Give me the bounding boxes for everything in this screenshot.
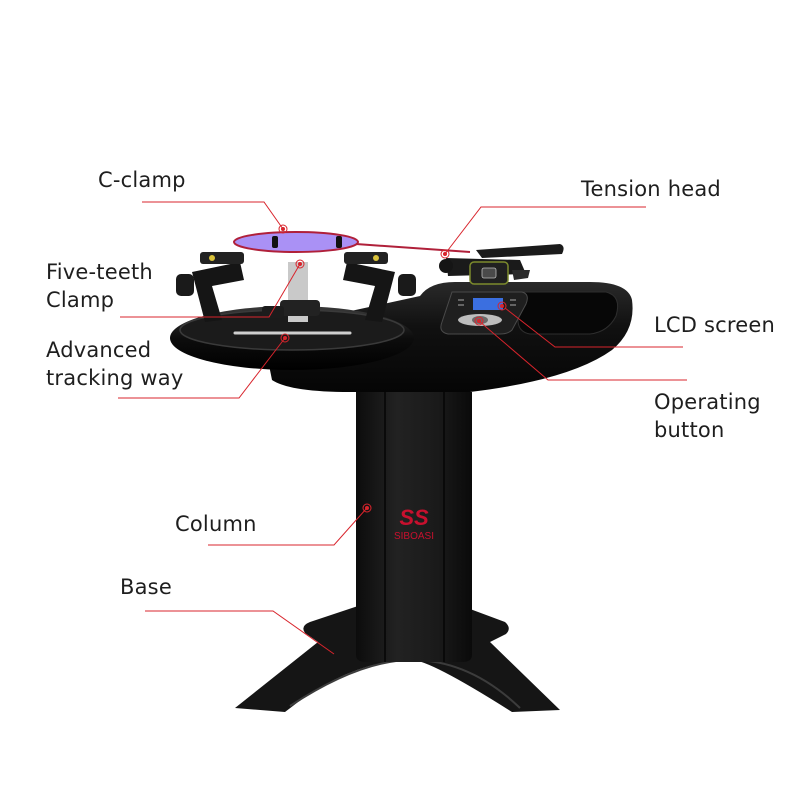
brand-logo-text: SIBOASI <box>394 531 434 542</box>
leader-lcd-screen <box>504 307 683 348</box>
label-base: Base <box>120 575 172 599</box>
leader-advanced-tracking-way <box>118 337 286 399</box>
leader-operating-button <box>478 320 687 381</box>
marker-column-icon <box>362 503 372 513</box>
leader-base <box>145 610 335 655</box>
leader-lines <box>118 201 687 655</box>
label-advanced-tracking-way: Advanced tracking way <box>46 338 184 390</box>
leader-tension-head <box>444 206 646 255</box>
marker-c-clamp-icon <box>278 224 288 234</box>
marker-advanced-tracking-way-icon <box>280 333 290 343</box>
mounting-arms <box>176 252 416 322</box>
marker-five-teeth-clamp-icon <box>295 259 305 269</box>
label-five-teeth-clamp: Five-teeth Clamp <box>46 260 153 312</box>
turntable <box>170 306 414 370</box>
leader-column <box>208 508 367 546</box>
label-c-clamp: C-clamp <box>98 168 186 192</box>
label-lcd-screen: LCD screen <box>654 313 776 337</box>
label-operating-button: Operating button <box>654 390 761 442</box>
brand-logo-mark: SS <box>399 505 429 530</box>
label-tension-head: Tension head <box>581 177 721 201</box>
marker-lcd-screen-icon <box>497 301 507 311</box>
lcd-screen-shape <box>473 298 503 310</box>
label-column: Column <box>175 512 257 536</box>
marker-operating-button-icon <box>474 316 484 326</box>
leader-five-teeth-clamp <box>120 263 301 318</box>
leader-markers <box>278 224 507 513</box>
column-shape: SS SIBOASI <box>356 392 472 662</box>
leader-c-clamp <box>142 201 284 230</box>
marker-tension-head-icon <box>440 249 450 259</box>
tension-head-shape <box>439 244 564 285</box>
racket-frame <box>233 231 471 253</box>
